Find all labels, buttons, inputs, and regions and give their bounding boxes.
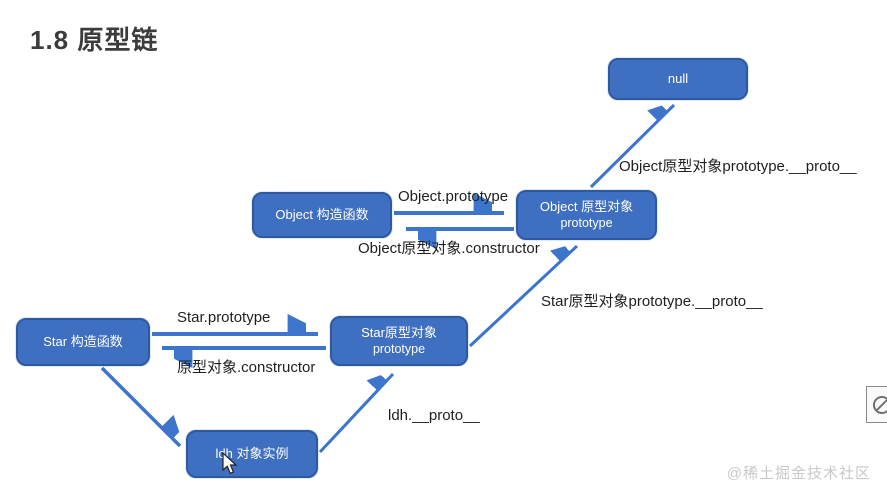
node-star-constructor: Star 构造函数 (16, 318, 150, 366)
edge-label-object-prototype-constructor: Object原型对象.constructor (358, 240, 540, 257)
node-null-label: null (667, 71, 689, 87)
node-null: null (608, 58, 748, 100)
node-ldh-instance: ldh 对象实例 (186, 430, 318, 478)
edge-label-star-prototype-constructor: 原型对象.constructor (177, 359, 316, 376)
node-object-prototype-line1: Object 原型对象 (539, 198, 634, 214)
node-object-prototype: Object 原型对象 prototype (516, 190, 657, 240)
edge-label-ldh-proto: ldh.__proto__ (388, 407, 480, 424)
node-object-prototype-line2: prototype (560, 216, 613, 231)
edge-label-object-prototype-proto: Object原型对象prototype.__proto__ (619, 158, 857, 175)
edge-label-object-prototype: Object.prototype (398, 188, 509, 205)
arrow-object-prototype-proto (589, 105, 676, 189)
edge-label-star-prototype: Star.prototype (177, 309, 271, 326)
node-star-prototype-line2: prototype (372, 342, 426, 357)
annotation-tool-button[interactable] (866, 386, 887, 423)
slash-circle-icon (873, 395, 887, 414)
mouse-cursor-icon (222, 452, 238, 475)
node-star-constructor-label: Star 构造函数 (43, 334, 123, 350)
arrow-star-constructor-to-ldh (100, 366, 180, 448)
node-star-prototype: Star原型对象 prototype (330, 316, 468, 366)
node-ldh-instance-label: ldh 对象实例 (215, 446, 289, 462)
page-title: 1.8 原型链 (30, 25, 159, 55)
node-object-constructor: Object 构造函数 (252, 192, 392, 238)
node-star-prototype-line1: Star原型对象 (361, 324, 437, 340)
watermark: @稀土掘金技术社区 (726, 465, 871, 482)
arrow-star-prototype-proto (468, 246, 579, 348)
arrow-ldh-proto (318, 374, 395, 454)
node-object-constructor-label: Object 构造函数 (275, 207, 369, 223)
edge-label-star-prototype-proto: Star原型对象prototype.__proto__ (541, 293, 763, 310)
